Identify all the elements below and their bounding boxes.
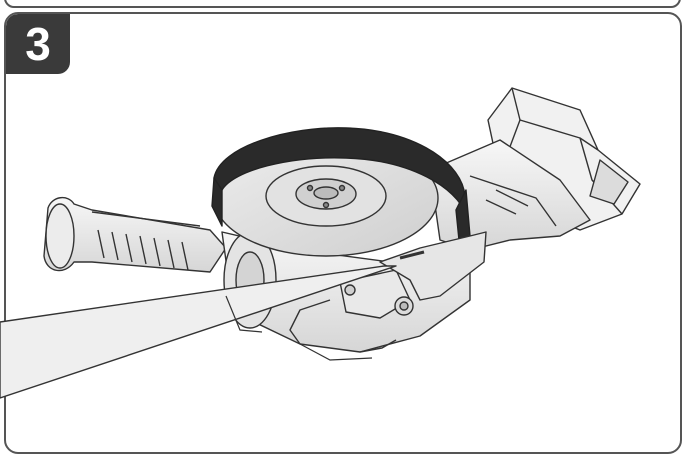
step-badge: 3 [6, 14, 70, 74]
lower-details [225, 295, 373, 361]
side-handle [43, 197, 227, 273]
zoom-callout [0, 265, 397, 399]
wheel-guard [211, 127, 471, 251]
cutting-disc [213, 139, 439, 257]
guard-bracket [379, 231, 487, 301]
step-number: 3 [25, 18, 51, 70]
